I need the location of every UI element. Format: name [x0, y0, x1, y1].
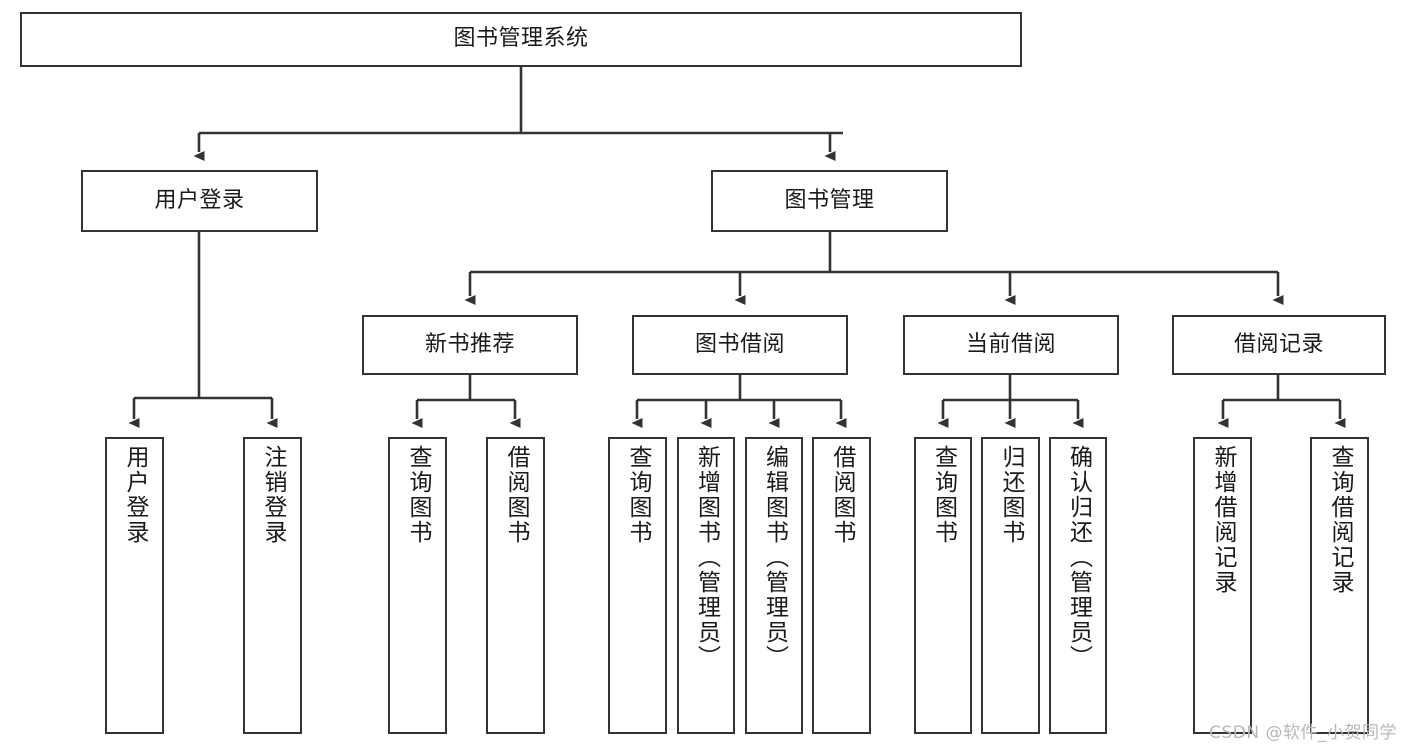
- node-label: 查询图书: [405, 445, 431, 545]
- node-book-manage[interactable]: 图书管理: [711, 170, 948, 232]
- node-label: 用户登录: [154, 187, 245, 213]
- node-label: 查询图书: [930, 445, 957, 545]
- node-label: 新增图书（管理员）: [693, 445, 720, 670]
- node-label: 图书管理: [784, 187, 875, 213]
- leaf-logout-login[interactable]: 注销登录: [243, 437, 302, 734]
- node-label: 用户登录: [122, 445, 148, 545]
- leaf-query-book-1[interactable]: 查询图书: [388, 437, 447, 734]
- node-label: 查询图书: [625, 445, 651, 545]
- node-label: 图书借阅: [694, 331, 785, 357]
- leaf-query-book-3[interactable]: 查询图书: [914, 437, 972, 734]
- leaf-user-login[interactable]: 用户登录: [105, 437, 164, 734]
- leaf-add-borrow-record[interactable]: 新增借阅记录: [1193, 437, 1252, 734]
- node-label: 图书管理系统: [453, 26, 589, 52]
- node-current-borrow[interactable]: 当前借阅: [903, 315, 1119, 375]
- node-label: 归还图书: [998, 445, 1024, 545]
- node-borrow-record[interactable]: 借阅记录: [1172, 315, 1386, 375]
- leaf-borrow-book-2[interactable]: 借阅图书: [812, 437, 871, 734]
- leaf-edit-book[interactable]: 编辑图书（管理员）: [745, 437, 803, 734]
- node-book-borrow[interactable]: 图书借阅: [632, 315, 848, 375]
- leaf-add-book[interactable]: 新增图书（管理员）: [677, 437, 735, 734]
- node-label: 借阅记录: [1233, 331, 1324, 357]
- leaf-query-book-2[interactable]: 查询图书: [608, 437, 667, 734]
- node-label: 编辑图书（管理员）: [761, 445, 788, 670]
- leaf-confirm-return[interactable]: 确认归还（管理员）: [1049, 437, 1107, 734]
- leaf-return-book[interactable]: 归还图书: [981, 437, 1040, 734]
- leaf-borrow-book-1[interactable]: 借阅图书: [486, 437, 545, 734]
- node-label: 确认归还（管理员）: [1065, 445, 1092, 670]
- node-label: 新增借阅记录: [1210, 445, 1236, 595]
- node-user-login[interactable]: 用户登录: [81, 170, 318, 232]
- leaf-query-borrow-record[interactable]: 查询借阅记录: [1310, 437, 1369, 734]
- node-label: 借阅图书: [829, 445, 855, 545]
- node-label: 当前借阅: [965, 331, 1056, 357]
- node-label: 借阅图书: [503, 445, 529, 545]
- node-label: 新书推荐: [424, 331, 515, 357]
- node-label: 查询借阅记录: [1327, 445, 1353, 595]
- node-new-book-recommend[interactable]: 新书推荐: [362, 315, 578, 375]
- node-label: 注销登录: [260, 445, 286, 545]
- node-root-system[interactable]: 图书管理系统: [20, 12, 1022, 67]
- watermark-text: CSDN @软件_小贺同学: [1209, 723, 1397, 743]
